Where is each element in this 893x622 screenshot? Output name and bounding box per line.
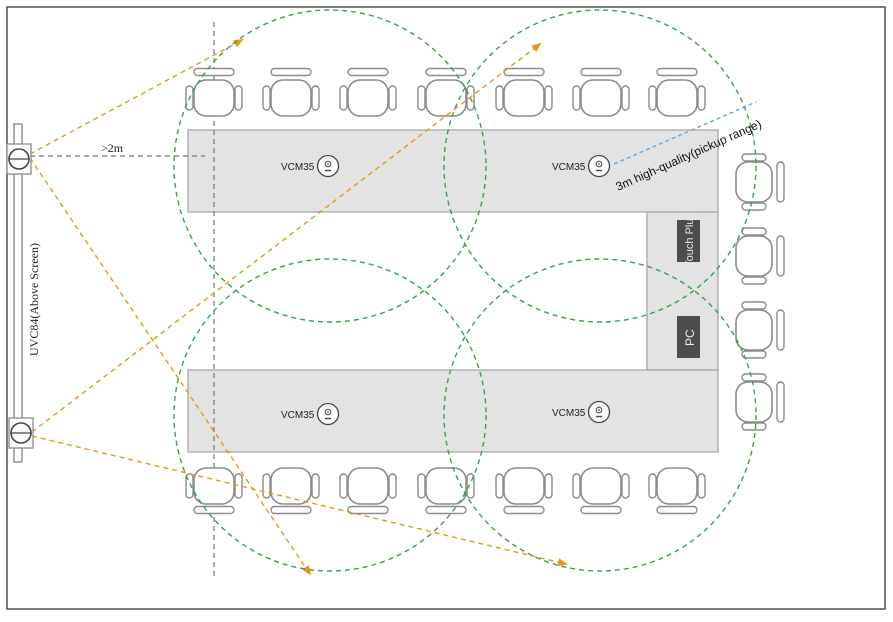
pc-label: PC: [683, 329, 697, 346]
chair: [262, 467, 320, 515]
pickup-range-circle: [173, 258, 487, 572]
chair: [648, 467, 706, 515]
camera-ray: [31, 42, 542, 433]
touch-panel-label: MTouch Plus: [684, 213, 696, 276]
pickup-ranges: [173, 9, 757, 572]
microphone-label: VCM35: [281, 410, 315, 421]
microphone-label: VCM35: [552, 162, 586, 173]
chair: [495, 67, 553, 117]
camera-ray: [29, 157, 312, 576]
microphone-label: VCM35: [281, 162, 315, 173]
camera-label: UVC84(Above Screen): [27, 243, 41, 356]
chair: [262, 67, 320, 117]
touch-panel: MTouch Plus: [677, 213, 700, 276]
table-bottom: [187, 369, 719, 453]
chair: [417, 467, 475, 515]
chairs-right: [735, 153, 785, 431]
chair: [339, 67, 397, 117]
chair: [735, 227, 785, 285]
chair: [339, 467, 397, 515]
microphone-top-left: VCM35: [281, 154, 340, 178]
camera-bottom: [8, 417, 34, 449]
pickup-range-circle: [173, 9, 487, 323]
pickup-range-circle: [443, 9, 757, 323]
camera-field-of-view: [29, 39, 568, 576]
microphone-label: VCM35: [552, 408, 586, 419]
chair: [417, 67, 475, 117]
chair: [572, 67, 630, 117]
camera-top: [6, 143, 32, 175]
microphone-top-right: VCM35: [552, 154, 611, 178]
camera-ray: [29, 39, 244, 155]
pc-unit: PC: [677, 316, 700, 358]
camera-ray: [31, 435, 568, 567]
chair: [735, 301, 785, 359]
chair: [495, 467, 553, 515]
chair: [572, 467, 630, 515]
chairs-bottom: [185, 467, 706, 515]
chair: [648, 67, 706, 117]
pickup-range-circle: [443, 258, 757, 572]
chairs-top: [185, 67, 706, 117]
room-boundary: [6, 6, 886, 610]
chair: [735, 153, 785, 211]
pickup-range-line: [613, 101, 757, 165]
microphone-bottom-left: VCM35: [281, 402, 340, 426]
chair: [735, 373, 785, 431]
chair: [185, 67, 243, 117]
microphone-bottom-right: VCM35: [552, 400, 611, 424]
screen-wall-bar: [13, 123, 23, 463]
distance-label: >2m: [101, 141, 124, 155]
